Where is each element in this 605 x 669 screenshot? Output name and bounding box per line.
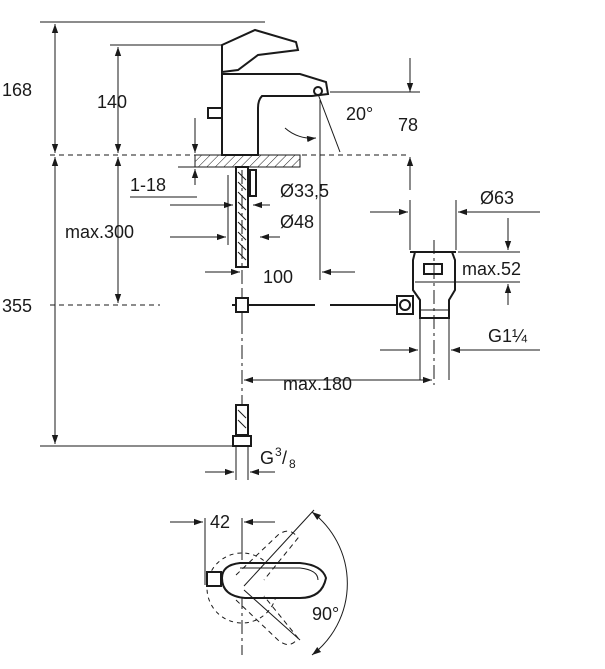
- supply-connection: [232, 404, 252, 480]
- label-waste-63: Ø63: [480, 188, 514, 208]
- label-hole-33-5: Ø33,5: [280, 181, 329, 201]
- label-max-180: max.180: [283, 374, 352, 394]
- g-3-8-numerator: 3: [275, 445, 282, 459]
- waste-dimension-lines: [370, 200, 540, 354]
- label-deck-thickness: 1-18: [130, 175, 166, 195]
- label-140: 140: [97, 92, 127, 112]
- label-100: 100: [263, 267, 293, 287]
- label-g-3-8: G 3 / 8: [260, 445, 296, 471]
- faucet-body: [207, 28, 330, 156]
- dimension-labels: 168 140 20° 78 1-18 Ø33,5 Ø48 max.300 10…: [2, 80, 528, 624]
- label-g1-quarter: G1¼: [488, 326, 528, 346]
- dimension-lines: [40, 21, 432, 476]
- supply-hose: [235, 166, 257, 445]
- label-hole-48: Ø48: [280, 212, 314, 232]
- label-angle-20: 20°: [346, 104, 373, 124]
- label-max-300: max.300: [65, 222, 134, 242]
- label-max-52: max.52: [462, 259, 521, 279]
- label-78: 78: [398, 115, 418, 135]
- svg-text:/: /: [282, 448, 287, 468]
- handle-top-view: [170, 509, 348, 656]
- g-3-8-base: G: [260, 448, 274, 468]
- g-3-8-denominator: 8: [289, 457, 296, 471]
- label-355: 355: [2, 296, 32, 316]
- label-168: 168: [2, 80, 32, 100]
- waste-fitting: [396, 240, 456, 385]
- popup-rod: [232, 290, 400, 320]
- label-angle-90: 90°: [312, 604, 339, 624]
- label-42: 42: [210, 512, 230, 532]
